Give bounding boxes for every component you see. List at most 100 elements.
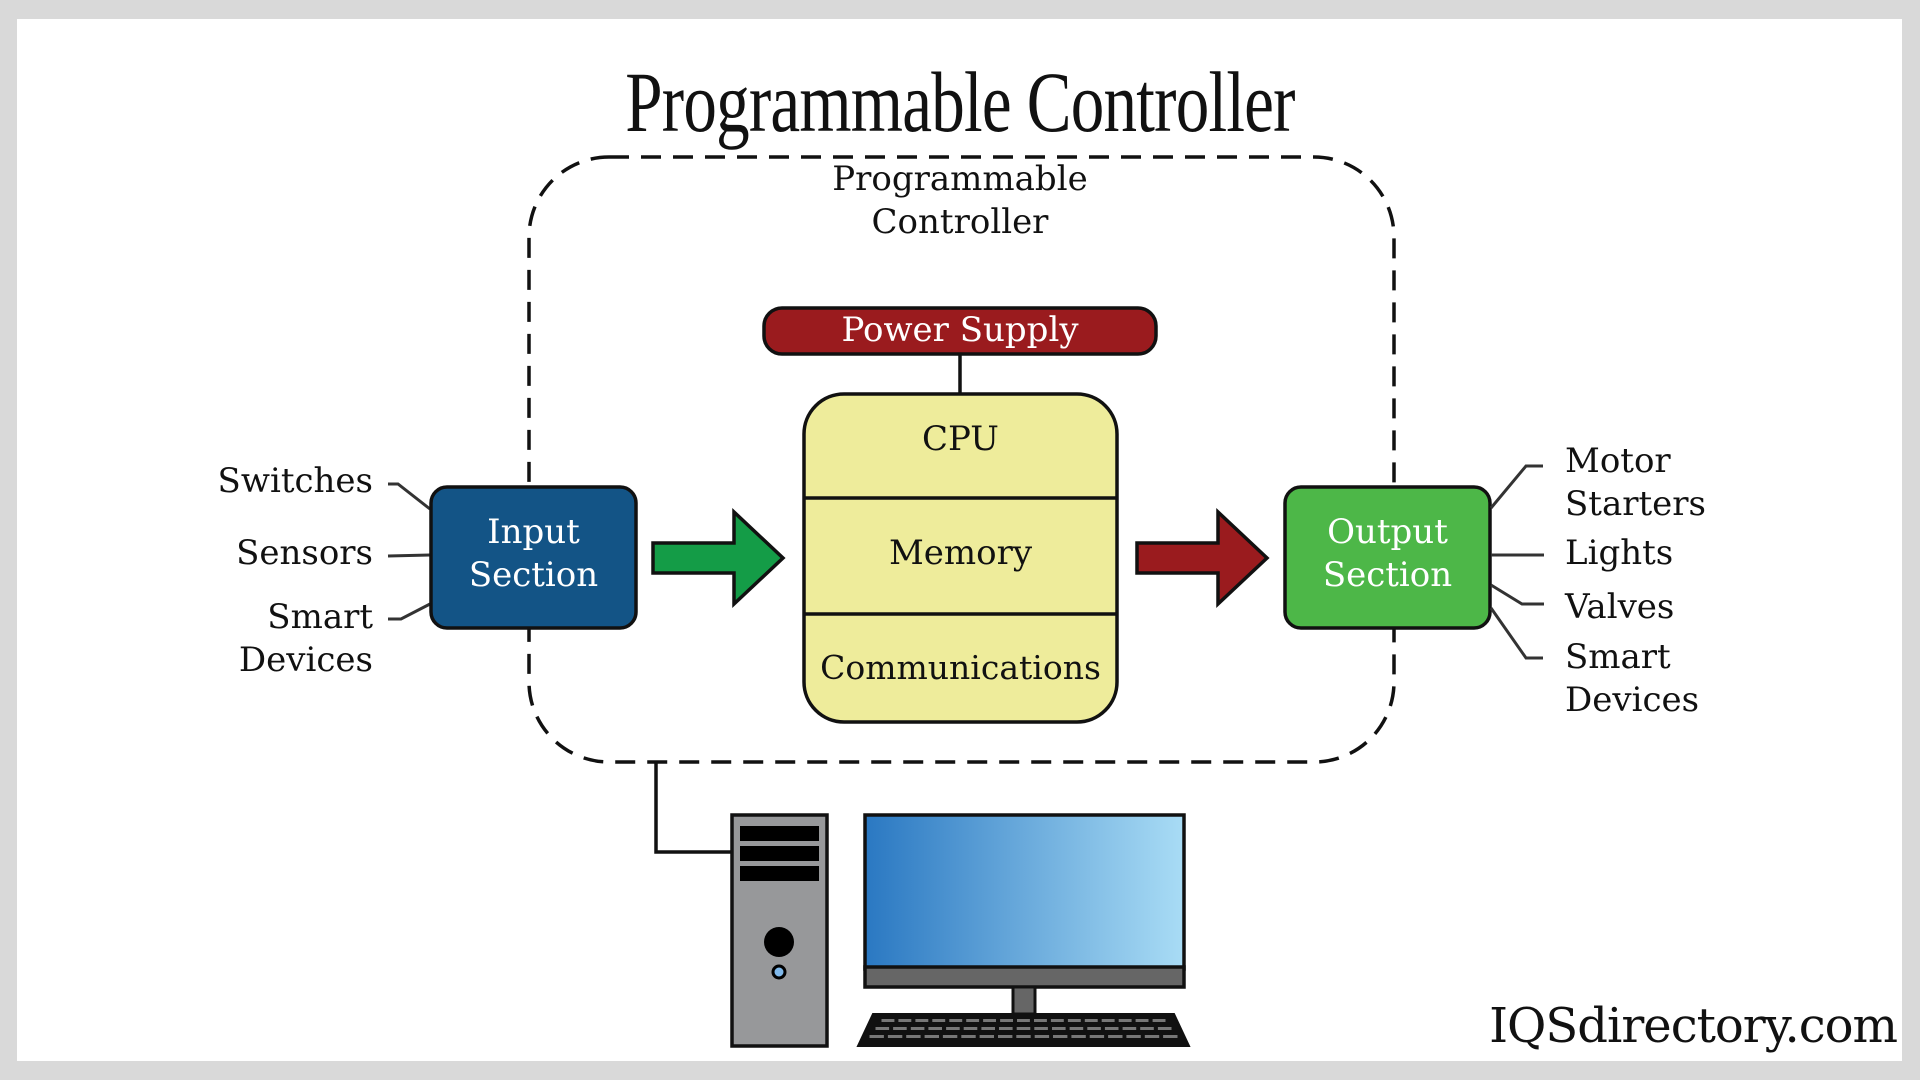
keyboard-key [1084,1019,1098,1022]
keyboard-key [966,1019,980,1022]
output-device-label-line2: Starters [1565,484,1706,524]
input-device-smart-devices: Smart Devices [160,596,373,682]
keyboard-key [1135,1019,1149,1022]
keyboard-key [1104,1027,1119,1030]
keyboard-key [1034,1027,1048,1030]
input-device-label: Sensors [236,533,373,573]
keyboard-key [1017,1019,1030,1022]
keyboard-key [1087,1027,1101,1030]
drive-bay-2 [740,846,819,861]
keyboard-key [1118,1019,1132,1022]
keyboard-key [942,1035,958,1038]
keyboard-key [906,1035,921,1038]
input-device-label: Smart [267,597,373,637]
keyboard-key [1157,1027,1172,1030]
output-device-label: Smart [1565,637,1671,677]
keyboard-key [1152,1019,1166,1022]
output-section-label: Output Section [1285,511,1490,597]
output-device-smart-devices: Smart Devices [1565,636,1699,722]
keyboard-key [932,1019,946,1022]
input-device-label-line2: Devices [238,640,373,680]
keyboard-key [1000,1019,1013,1022]
controller-boundary-label: Programmable Controller [760,158,1160,244]
keyboard-key [928,1027,942,1030]
input-to-processor-arrow [651,507,786,609]
output-device-valves: Valves [1565,586,1674,629]
input-device-sensors: Sensors [160,532,373,575]
monitor-screen [863,813,1186,971]
keyboard-keys [869,1019,1178,1038]
keyboard-key [949,1019,963,1022]
input-section-box [429,485,638,630]
controller-boundary [527,155,1396,764]
keyboard-key [1069,1027,1084,1030]
keyboard-key [1163,1035,1178,1038]
output-section-line2: Section [1322,555,1453,595]
input-section-line1: Input [487,512,580,552]
controller-label-line1: Programmable [832,159,1088,199]
keyboard-key [961,1035,976,1038]
keyboard-key [1050,1019,1064,1022]
keyboard-key [875,1027,890,1030]
valves-leader-line [1490,583,1544,606]
output-device-label: Lights [1565,533,1674,573]
power-supply-label: Power Supply [841,310,1079,350]
keyboard-key [881,1019,895,1022]
keyboard-key [1034,1035,1050,1038]
processor-to-output-arrow [1135,507,1270,609]
keyboard-key [924,1035,939,1038]
keyboard-key [1053,1035,1068,1038]
smart-devices-output-leader-line [1489,607,1543,660]
keyboard-key [946,1027,960,1030]
keyboard-key [1067,1019,1081,1022]
keyboard-key [999,1027,1013,1030]
monitor-bezel [863,965,1186,989]
power-supply-box [762,306,1158,356]
keyboard-key [1101,1019,1115,1022]
keyboard-key [893,1027,907,1030]
keyboard-key [1126,1035,1141,1038]
drive-bay-3 [740,866,819,881]
keyboard-key [1108,1035,1123,1038]
motor-starters-leader-line [1489,464,1543,509]
input-device-switches: Switches [160,460,373,503]
power-led-icon [771,964,787,980]
output-device-label: Valves [1565,587,1675,627]
keyboard-key [1052,1027,1066,1030]
keyboard-key [910,1027,925,1030]
keyboard-key [1144,1035,1160,1038]
keyboard-key [1089,1035,1105,1038]
keyboard-key [1034,1019,1047,1022]
processor-section-memory: Memory [888,533,1033,573]
drive-bay-1 [740,826,819,841]
programming-device-connector [654,762,734,854]
input-device-label: Switches [217,461,373,501]
monitor-stand [1011,985,1037,1016]
keyboard-key [1071,1035,1086,1038]
diagram-title: Programmable Controller [625,54,1295,150]
input-section-label: Input Section [431,511,636,597]
output-device-label: Motor [1565,441,1671,481]
keyboard-key [1122,1027,1137,1030]
keyboard-key [983,1019,996,1022]
output-section-line1: Output [1327,512,1448,552]
switches-leader-line [388,482,431,511]
keyboard-key [869,1035,884,1038]
keyboard-key [887,1035,903,1038]
output-device-lights: Lights [1565,532,1673,575]
keyboard-key [1016,1035,1031,1038]
output-device-motor-starters: Motor Starters [1565,440,1706,526]
keyboard-key [963,1027,978,1030]
sensors-leader-line [387,553,431,558]
processor-section-cpu: CPU [922,419,999,459]
keyboard-key [1140,1027,1154,1030]
controller-label-line2: Controller [871,202,1049,242]
power-button-icon [764,927,794,957]
keyboard-key [998,1035,1013,1038]
brand-watermark: IQSdirectory.com [1489,998,1898,1054]
output-device-label-line2: Devices [1565,680,1700,720]
smart-devices-input-leader-line [388,602,431,621]
output-section-box [1283,485,1492,630]
processor-section-communications: Communications [820,648,1101,687]
